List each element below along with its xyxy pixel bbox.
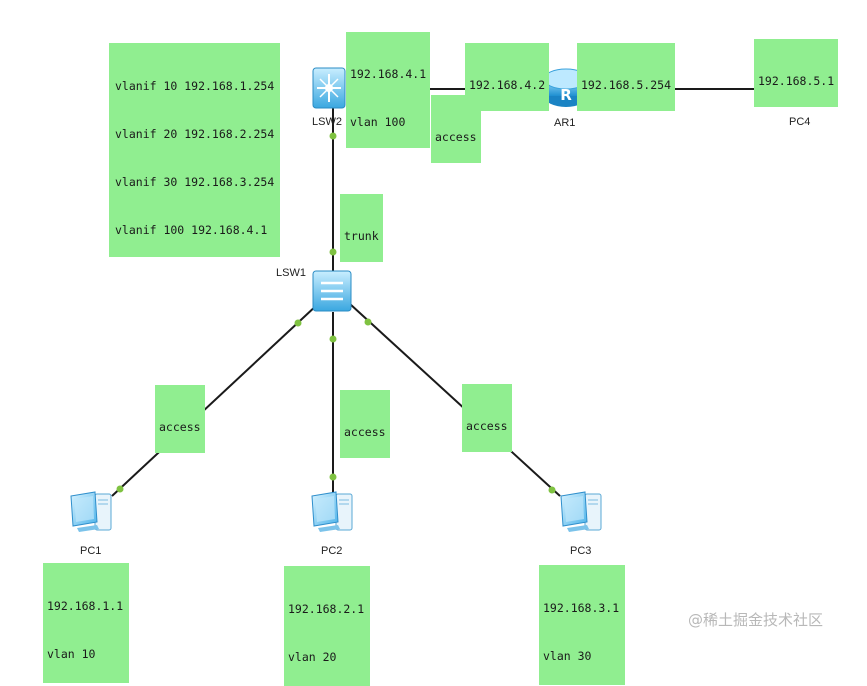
pc2-computer-icon[interactable] [311,491,353,533]
port-dot [364,318,372,326]
note-line: vlan 100 [350,115,406,129]
note-line: trunk [344,229,379,243]
note-line: 192.168.2.1 [288,602,365,616]
pc3-computer-icon[interactable] [560,491,602,533]
note-line: vlanif 10 192.168.1.254 [115,79,275,93]
lsw2-label: LSW2 [312,116,342,128]
pc2-label: PC2 [321,545,343,557]
watermark-text: @稀土掘金技术社区 [688,611,824,629]
lsw1-pc3-link-note: access [462,384,512,452]
pc4-label: PC4 [789,116,811,128]
lsw1-pc1-link-note: access [155,385,205,453]
note-line: 192.168.4.1 [350,67,427,81]
port-dot [329,132,337,140]
note-line: 192.168.5.1 [758,74,835,88]
ar1-g2-ip-note: 192.168.5.254 [577,43,676,111]
svg-text:R: R [560,86,572,104]
link-lsw1-pc1 [111,303,319,497]
port-dot [329,473,337,481]
note-line: access [159,420,201,434]
lsw2-lsw1-link-note: trunk [340,194,383,262]
note-line: vlanif 20 192.168.2.254 [115,127,275,141]
pc3-ip-note: 192.168.3.1 vlan 30 [539,565,626,685]
note-line: access [344,425,386,439]
note-line: 192.168.3.1 [543,601,620,615]
lsw2-uplink-note: 192.168.4.1 vlan 100 [346,32,431,148]
port-dot [116,485,124,493]
lsw1-switch-icon[interactable] [312,270,352,312]
ar1-label: AR1 [554,117,576,129]
port-dot [548,486,556,494]
note-line: vlan 10 [47,647,96,661]
note-line: vlanif 30 192.168.3.254 [115,175,275,189]
note-line: vlanif 100 192.168.4.1 [115,223,268,237]
pc1-ip-note: 192.168.1.1 vlan 10 [43,563,130,683]
pc4-ip-note: 192.168.5.1 [754,39,839,107]
pc2-ip-note: 192.168.2.1 vlan 20 [284,566,371,686]
note-line: 192.168.4.2 [469,78,546,92]
note-line: access [435,130,477,144]
lsw2-ar1-link-note: access [431,95,481,163]
lsw1-pc2-link-note: access [340,390,390,458]
note-line: 192.168.5.254 [581,78,672,92]
lsw1-label: LSW1 [276,267,306,279]
note-line: vlan 30 [543,649,592,663]
note-line: vlan 20 [288,650,337,664]
port-dot [329,248,337,256]
note-line: 192.168.1.1 [47,599,124,613]
lsw2-switch-icon[interactable] [312,67,346,109]
pc1-label: PC1 [80,545,102,557]
port-dot [294,319,302,327]
pc1-computer-icon[interactable] [70,491,112,533]
lsw2-vlanif-note: vlanif 10 192.168.1.254 vlanif 20 192.16… [109,43,281,257]
pc3-label: PC3 [570,545,592,557]
port-dot [329,335,337,343]
link-lsw1-pc3 [349,303,561,497]
note-line: access [466,419,508,433]
